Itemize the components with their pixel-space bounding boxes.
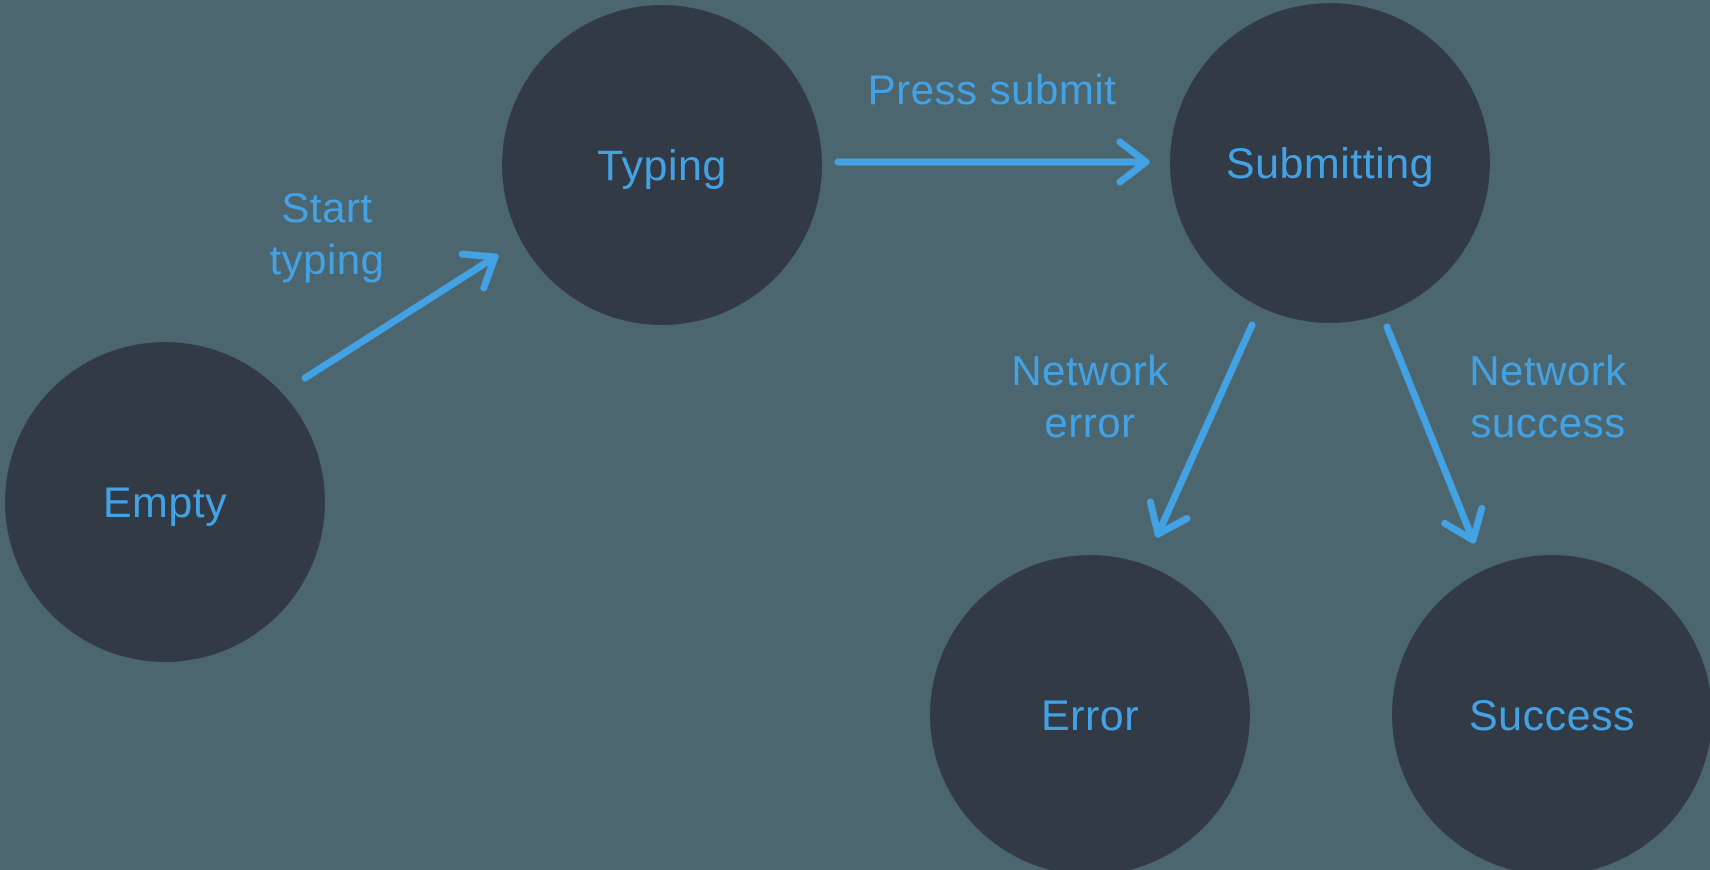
state-node-empty bbox=[5, 342, 325, 662]
transition-label-line: Network bbox=[1469, 347, 1627, 394]
state-node-label-success: Success bbox=[1469, 692, 1635, 740]
transition-arrow-network-error bbox=[1146, 321, 1256, 538]
state-node-label-error: Error bbox=[1041, 692, 1139, 740]
state-node-error bbox=[930, 555, 1250, 870]
transition-label-line: error bbox=[1044, 399, 1135, 446]
state-node-label-typing: Typing bbox=[597, 142, 727, 190]
transition-label-network-error: Network error bbox=[1011, 347, 1169, 446]
transition-label-press-submit: Press submit bbox=[868, 66, 1117, 113]
transition-label-line: success bbox=[1470, 399, 1625, 446]
transition-label-start-typing: Start typing bbox=[269, 184, 384, 283]
state-node-label-empty: Empty bbox=[103, 479, 227, 527]
transition-arrow-start-typing bbox=[301, 250, 499, 382]
transition-label-line: Network bbox=[1011, 347, 1169, 394]
transition-label-line: Press submit bbox=[868, 66, 1117, 113]
state-node-success bbox=[1392, 555, 1710, 870]
transition-label-line: Start bbox=[281, 184, 372, 231]
state-node-typing bbox=[502, 5, 822, 325]
state-node-label-submitting: Submitting bbox=[1226, 140, 1434, 188]
state-node-submitting bbox=[1170, 3, 1490, 323]
transition-arrow-network-success bbox=[1383, 323, 1486, 544]
transition-label-network-success: Network success bbox=[1469, 347, 1627, 446]
transition-label-line: typing bbox=[269, 236, 384, 283]
